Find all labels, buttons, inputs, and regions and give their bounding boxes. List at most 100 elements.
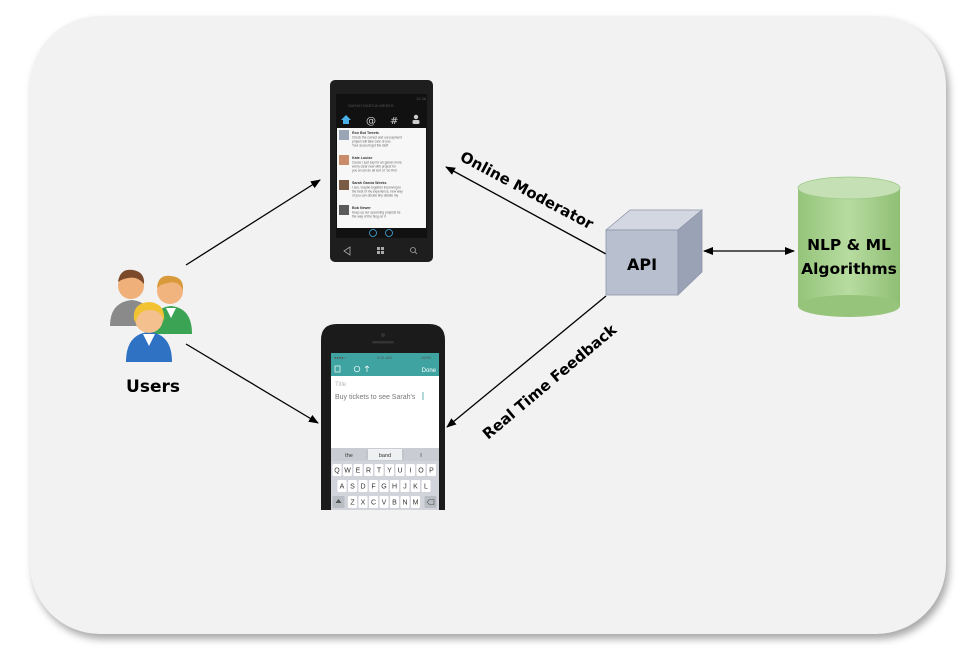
keyboard-key-label: D (360, 484, 365, 491)
keyboard-key-label: Q (334, 468, 340, 475)
windows-phone: 12:38 SARAH GARCIA WEEKS @ # Ron Bot Twe… (330, 80, 433, 262)
title-field[interactable]: Title (335, 382, 347, 388)
keyboard-key[interactable] (348, 496, 357, 508)
wp-tweet-feed (337, 128, 426, 228)
back-icon[interactable] (343, 246, 351, 256)
keyboard-key-label: J (403, 484, 407, 491)
nlp-label-line2: Algorithms (801, 260, 897, 278)
keyboard-key-label: A (340, 484, 345, 491)
tweet-avatar (339, 205, 349, 215)
keyboard-key[interactable] (358, 480, 368, 492)
suggestion-item[interactable]: I (420, 453, 422, 459)
keyboard-key[interactable] (343, 464, 352, 476)
keyboard-key[interactable] (337, 480, 347, 492)
shift-icon (335, 499, 342, 503)
keyboard-key[interactable] (364, 464, 373, 476)
users-icon (110, 269, 192, 362)
tweet-avatar (339, 180, 349, 190)
tweet-author: Sarah Garcia Weeks (352, 181, 387, 185)
keyboard-key[interactable] (400, 480, 410, 492)
at-icon[interactable]: @ (366, 116, 376, 127)
keyboard-key-label: O (418, 468, 424, 475)
note-list-icon[interactable] (334, 365, 341, 373)
keyboard-key-label: G (381, 484, 386, 491)
delete-key[interactable] (424, 496, 437, 508)
iphone: ●●●●○ 9:41 AM 100% Done Title Buy ticket… (321, 324, 445, 510)
keyboard-key[interactable] (395, 464, 405, 476)
keyboard-key-label: Y (387, 468, 392, 475)
windows-icon[interactable] (377, 247, 384, 254)
nlp-database-cylinder (797, 176, 901, 317)
keyboard-key[interactable] (348, 480, 357, 492)
keyboard-key-label: N (402, 500, 407, 507)
keyboard-key[interactable] (369, 480, 378, 492)
keyboard-key[interactable] (374, 464, 384, 476)
keyboard-key[interactable] (406, 464, 415, 476)
keyboard-key-label: Z (350, 500, 355, 507)
keyboard-key[interactable] (358, 496, 368, 508)
api-label: API (627, 255, 657, 274)
keyboard-key-label: B (392, 500, 397, 507)
wp-compose-icon[interactable] (369, 229, 377, 237)
iphone-carrier: ●●●●○ (334, 355, 347, 360)
share-icon[interactable] (364, 365, 370, 372)
note-body-field[interactable]: Buy tickets to see Sarah's (335, 394, 416, 401)
tweet-author: Ron Bot Tweets (352, 131, 379, 135)
keyboard-key[interactable] (421, 480, 431, 492)
keyboard-key-label: V (382, 500, 387, 507)
keyboard-key-label: T (377, 468, 382, 475)
keyboard-key-label: E (356, 468, 361, 475)
tweet-avatar (339, 130, 349, 140)
keyboard-key[interactable] (400, 496, 410, 508)
keyboard-key-label: W (344, 468, 351, 475)
arrow-users-to-windows-phone (185, 179, 321, 266)
suggestion-item[interactable]: the (345, 453, 353, 459)
iphone-battery: 100% (421, 355, 432, 360)
keyboard-key[interactable] (353, 464, 363, 476)
keyboard-key-label: S (350, 484, 355, 491)
search-icon[interactable] (410, 247, 418, 255)
keyboard-key-label: P (429, 468, 434, 475)
arrow-api-to-windows-phone (445, 166, 607, 255)
keyboard-key[interactable] (332, 464, 342, 476)
users-label: Users (126, 377, 180, 397)
wp-search-icon[interactable] (385, 229, 393, 237)
iphone-speaker (372, 341, 394, 344)
camera-icon[interactable] (353, 365, 361, 373)
keyboard-key-label: L (424, 484, 428, 491)
done-button[interactable]: Done (422, 368, 437, 374)
arrow-users-to-iphone (185, 343, 319, 424)
keyboard-key[interactable] (379, 496, 389, 508)
keyboard-key[interactable] (379, 480, 389, 492)
keyboard-key[interactable] (369, 496, 378, 508)
realtime-feedback-label: Real Time Feedback (479, 320, 621, 443)
keyboard-key[interactable] (390, 496, 399, 508)
keyboard-key[interactable] (390, 480, 399, 492)
wp-header-name: SARAH GARCIA WEEKS (348, 103, 394, 108)
iphone-time: 9:41 AM (377, 355, 392, 360)
person-icon[interactable] (412, 114, 420, 124)
iphone-camera (381, 333, 385, 337)
keyboard-key[interactable] (411, 480, 420, 492)
hash-icon[interactable]: # (390, 116, 398, 127)
suggestion-item[interactable]: band (379, 453, 391, 459)
online-moderator-label: Online Moderator (457, 148, 597, 234)
keyboard-key[interactable] (385, 464, 394, 476)
keyboard-key[interactable] (416, 464, 426, 476)
keyboard-key[interactable] (411, 496, 420, 508)
tweet-author: Kate Louise (352, 156, 372, 160)
delete-icon (426, 499, 435, 505)
wp-time: 12:38 (416, 96, 427, 101)
home-icon[interactable] (341, 115, 351, 124)
keyboard-key[interactable] (427, 464, 436, 476)
suggestion-highlight (368, 449, 402, 460)
keyboard-key-label: X (361, 500, 366, 507)
iphone-toolbar (331, 353, 439, 376)
